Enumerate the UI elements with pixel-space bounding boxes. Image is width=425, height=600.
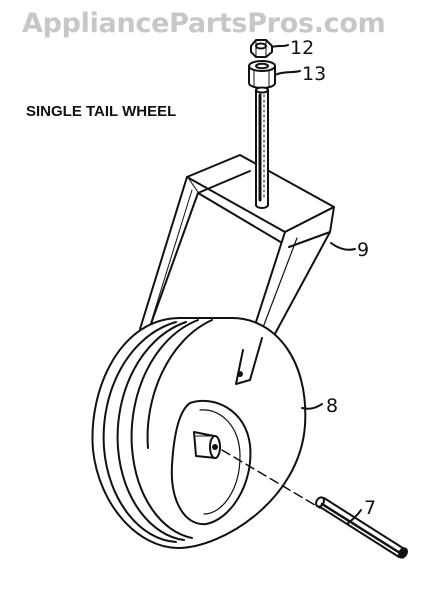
- hex-nut-part-12: [250, 39, 273, 58]
- tire-wheel-part-8: [91, 317, 307, 549]
- callout-8: 8: [326, 395, 338, 417]
- callout-9: 9: [357, 239, 369, 261]
- spacer-bushing-part-13: [248, 60, 276, 89]
- axle-centerline: [221, 449, 321, 509]
- callout-13: 13: [302, 63, 326, 85]
- diagram-title: SINGLE TAIL WHEEL: [26, 103, 177, 120]
- leader-line-8: [301, 403, 323, 410]
- callout-12: 12: [290, 37, 314, 59]
- leader-line-13: [274, 70, 301, 76]
- axle-bolt-part-7: [315, 496, 408, 559]
- kingpin-shaft: [255, 86, 269, 209]
- watermark: AppliancePartsPros.com: [22, 8, 386, 39]
- leader-line-12: [271, 44, 289, 48]
- leader-line-7: [346, 509, 362, 525]
- leader-line-9: [330, 242, 356, 251]
- callout-7: 7: [364, 497, 376, 519]
